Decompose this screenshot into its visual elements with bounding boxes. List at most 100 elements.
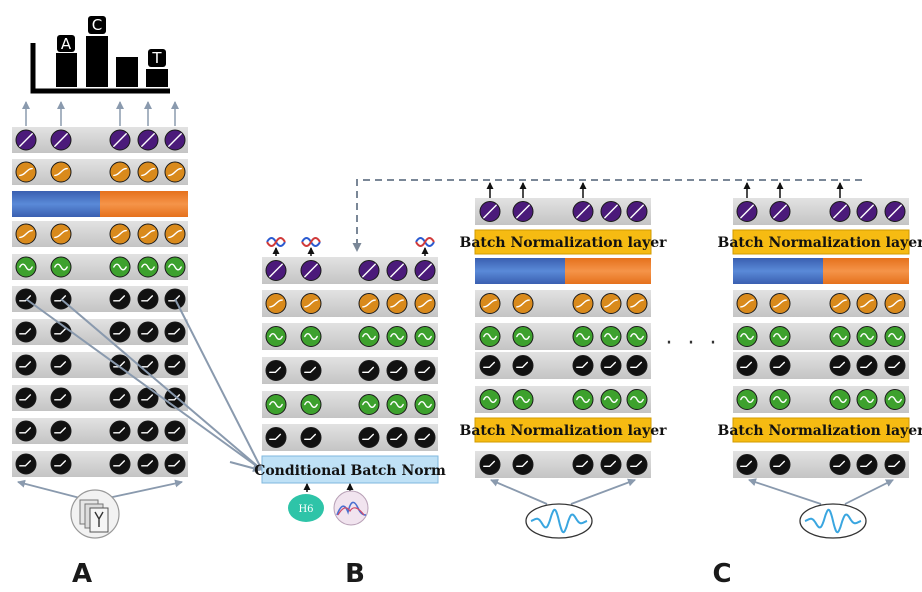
black-neuron [137, 387, 159, 409]
neuron-row [262, 323, 438, 350]
panel-label-a: A [72, 559, 92, 589]
signal-input-icon [525, 503, 593, 539]
purple-neuron [386, 260, 408, 281]
purple-neuron [265, 260, 287, 281]
neuron-row [262, 424, 438, 451]
green-neuron [137, 256, 159, 278]
purple-neuron [884, 201, 906, 222]
neuron-row [262, 357, 438, 384]
green-neuron [884, 326, 906, 347]
batch-norm-layer: Batch Normalization layer [460, 229, 667, 255]
purple-neuron [626, 201, 648, 222]
purple-neuron [109, 129, 131, 151]
black-neuron [265, 427, 287, 448]
panel-label-c: C [712, 559, 731, 589]
purple-neuron [414, 260, 436, 281]
purple-neuron [50, 129, 72, 151]
black-neuron [15, 420, 37, 442]
green-neuron [15, 256, 37, 278]
black-neuron [386, 427, 408, 448]
green-neuron [572, 389, 594, 410]
black-neuron [137, 288, 159, 310]
neuron-row [12, 127, 188, 153]
green-neuron [829, 326, 851, 347]
h6-node: H6 [288, 494, 324, 522]
neuron-row [12, 451, 188, 477]
green-neuron [572, 326, 594, 347]
orange-neuron [358, 293, 380, 314]
orange-neuron [884, 293, 906, 314]
black-neuron [109, 387, 131, 409]
black-neuron [856, 454, 878, 475]
black-neuron [600, 355, 622, 376]
connection-arrow [229, 461, 261, 473]
orange-neuron [164, 223, 186, 245]
green-neuron [50, 256, 72, 278]
input-arrow [844, 479, 894, 505]
orange-neuron [137, 223, 159, 245]
neuron-row [733, 323, 909, 350]
orange-neuron [386, 293, 408, 314]
output-wave-icon [301, 237, 321, 256]
black-neuron [300, 360, 322, 381]
orange-neuron [109, 223, 131, 245]
neuron-row [475, 352, 651, 379]
black-neuron [386, 360, 408, 381]
logo-bar [86, 36, 108, 87]
green-neuron [414, 394, 436, 415]
split-bar [475, 258, 651, 284]
black-neuron [600, 454, 622, 475]
green-neuron [265, 326, 287, 347]
black-neuron [829, 454, 851, 475]
black-neuron [164, 321, 186, 343]
neuron-row [12, 254, 188, 280]
black-neuron [414, 427, 436, 448]
black-neuron [164, 420, 186, 442]
green-neuron [479, 389, 501, 410]
black-neuron [50, 354, 72, 376]
input-arrow [748, 478, 822, 505]
black-neuron [15, 387, 37, 409]
panel-b: Conditional Batch Norm H6 B [254, 237, 446, 589]
orange-neuron [50, 223, 72, 245]
green-neuron [769, 389, 791, 410]
logo-bar [56, 53, 77, 87]
black-neuron [736, 454, 758, 475]
black-neuron [300, 427, 322, 448]
logo-axis [30, 43, 170, 94]
black-neuron [164, 354, 186, 376]
black-neuron [884, 454, 906, 475]
neuron-row [262, 257, 438, 284]
logo-letter-a: A [61, 35, 72, 53]
orange-neuron [414, 293, 436, 314]
output-waves [266, 237, 435, 256]
neuron-row [475, 323, 651, 350]
logo-letter-box [148, 49, 166, 67]
orange-neuron [572, 293, 594, 314]
connection-line [60, 298, 263, 471]
orange-neuron [856, 293, 878, 314]
green-neuron [479, 326, 501, 347]
orange-neuron [265, 293, 287, 314]
orange-neuron [15, 223, 37, 245]
neuron-row [12, 159, 188, 185]
purple-neuron [769, 201, 791, 222]
orange-neuron [164, 161, 186, 183]
purple-neuron [137, 129, 159, 151]
black-neuron [769, 355, 791, 376]
batch-norm-layer: Batch Normalization layer [718, 229, 922, 255]
black-neuron [50, 387, 72, 409]
neuron-row [262, 290, 438, 317]
black-neuron [572, 454, 594, 475]
orange-neuron [109, 161, 131, 183]
output-wave-icon [415, 237, 435, 256]
panel-label-b: B [345, 559, 365, 589]
black-neuron [50, 420, 72, 442]
batch-norm-label: Batch Normalization layer [718, 423, 922, 439]
black-neuron [479, 454, 501, 475]
purple-neuron [856, 201, 878, 222]
input-arrow [570, 478, 636, 505]
black-neuron [137, 321, 159, 343]
output-arrows [22, 101, 179, 126]
